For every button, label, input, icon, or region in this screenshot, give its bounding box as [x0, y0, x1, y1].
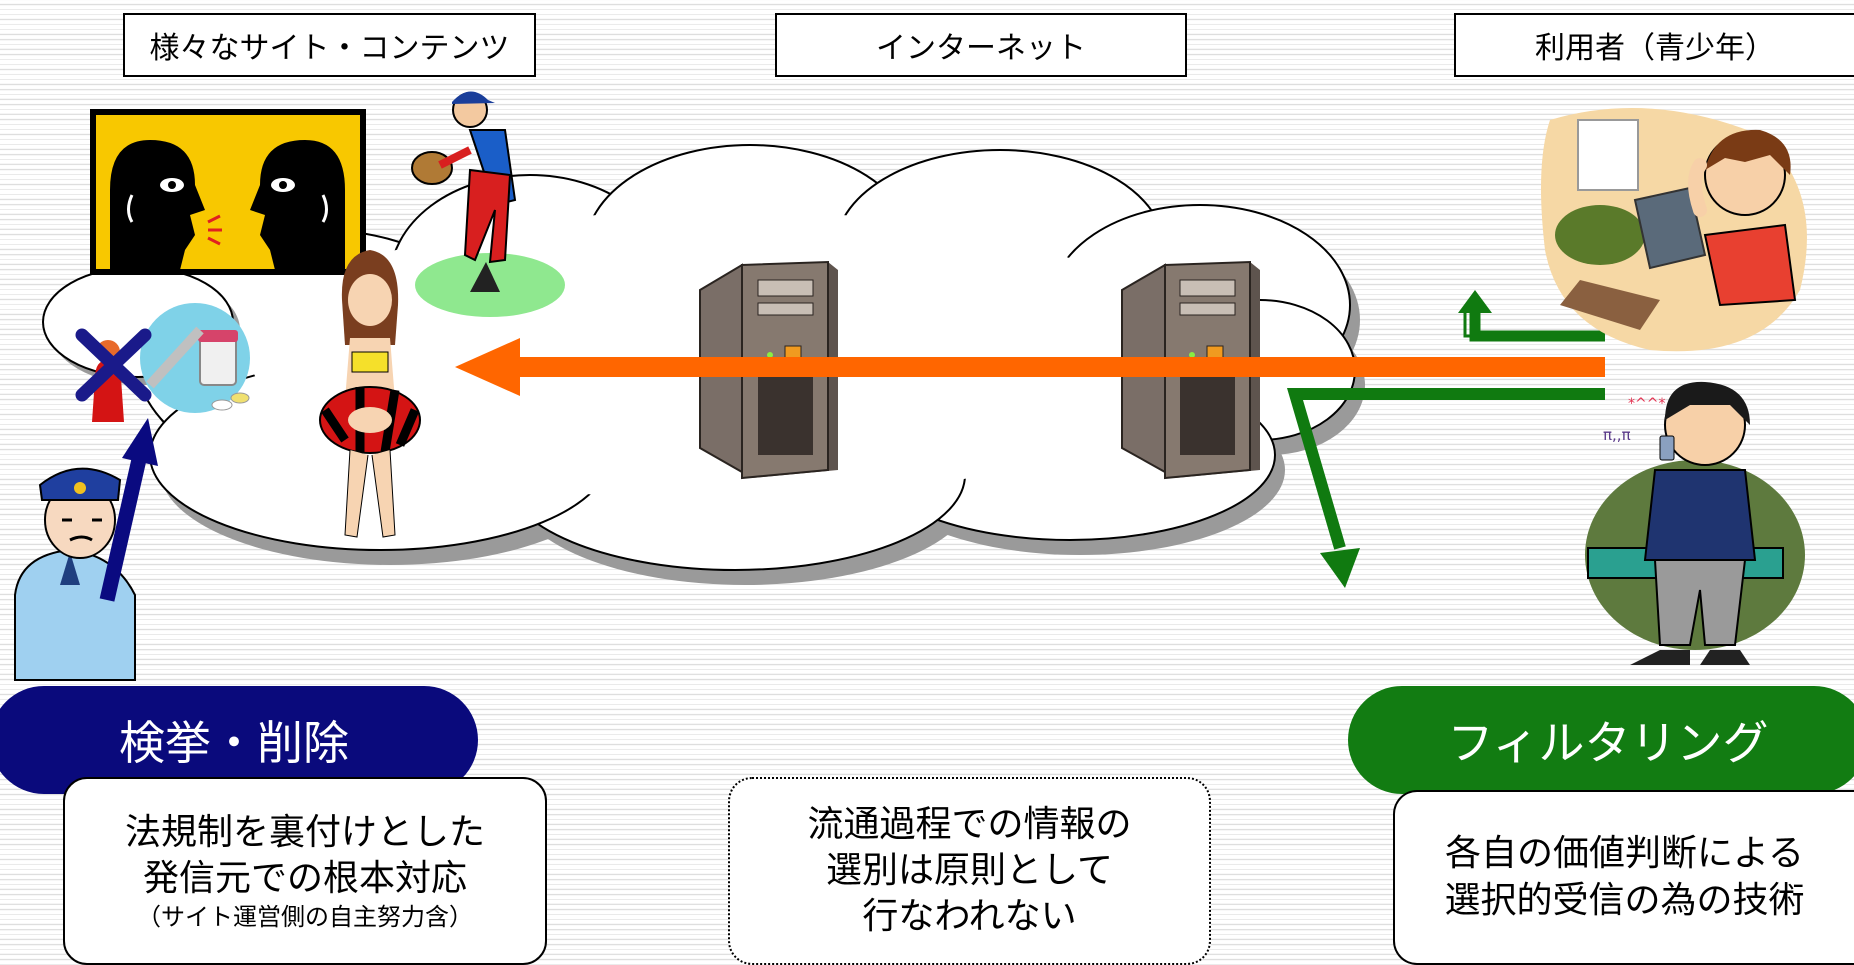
phone-user-speech-mark: π,,π	[1603, 426, 1631, 444]
prohibited-x-mark	[75, 328, 152, 402]
source-regulation-line3: （サイト運営側の自主努力含）	[137, 902, 473, 931]
distribution-note: 流通過程での情報の 選別は原則として 行なわれない	[728, 777, 1211, 965]
gossip-faces-illustration	[90, 109, 366, 275]
users-header: 利用者（青少年）	[1454, 13, 1854, 77]
enforcement-arrow	[99, 418, 158, 602]
internet-header: インターネット	[775, 13, 1187, 77]
source-regulation-line2: 発信元での根本対応	[142, 857, 467, 899]
filtering-allow-arrow	[1458, 290, 1605, 342]
filtering-pill: フィルタリング	[1348, 686, 1854, 794]
selective-receiving-line1: 各自の価値判断による	[1445, 833, 1804, 875]
selective-receiving-note: 各自の価値判断による 選択的受信の為の技術	[1393, 790, 1854, 965]
distribution-line3: 行なわれない	[862, 896, 1077, 938]
source-regulation-line1: 法規制を裏付けとした	[124, 811, 485, 853]
arrest-delete-pill: 検挙・削除	[0, 686, 478, 794]
content-flow-arrow	[455, 338, 1605, 396]
filtering-block-arrow	[1286, 388, 1605, 588]
teen-user-phone-illustration: π,,π	[1585, 381, 1805, 665]
selective-receiving-line2: 選択的受信の為の技術	[1444, 879, 1805, 921]
server-icon	[699, 260, 838, 480]
source-regulation-note: 法規制を裏付けとした 発信元での根本対応 （サイト運営側の自主努力含）	[63, 777, 547, 965]
distribution-line2: 選別は原則として	[826, 849, 1113, 891]
police-officer-illustration	[14, 467, 136, 681]
teen-user-speech-mark: *^^*	[1628, 396, 1665, 412]
baseball-pitcher-illustration	[411, 91, 565, 317]
swimsuit-girl-illustration	[319, 250, 421, 538]
sites-header: 様々なサイト・コンテンツ	[123, 13, 536, 77]
teen-user-laptop-illustration: *^^*	[1541, 108, 1807, 412]
distribution-line1: 流通過程での情報の	[807, 803, 1132, 845]
